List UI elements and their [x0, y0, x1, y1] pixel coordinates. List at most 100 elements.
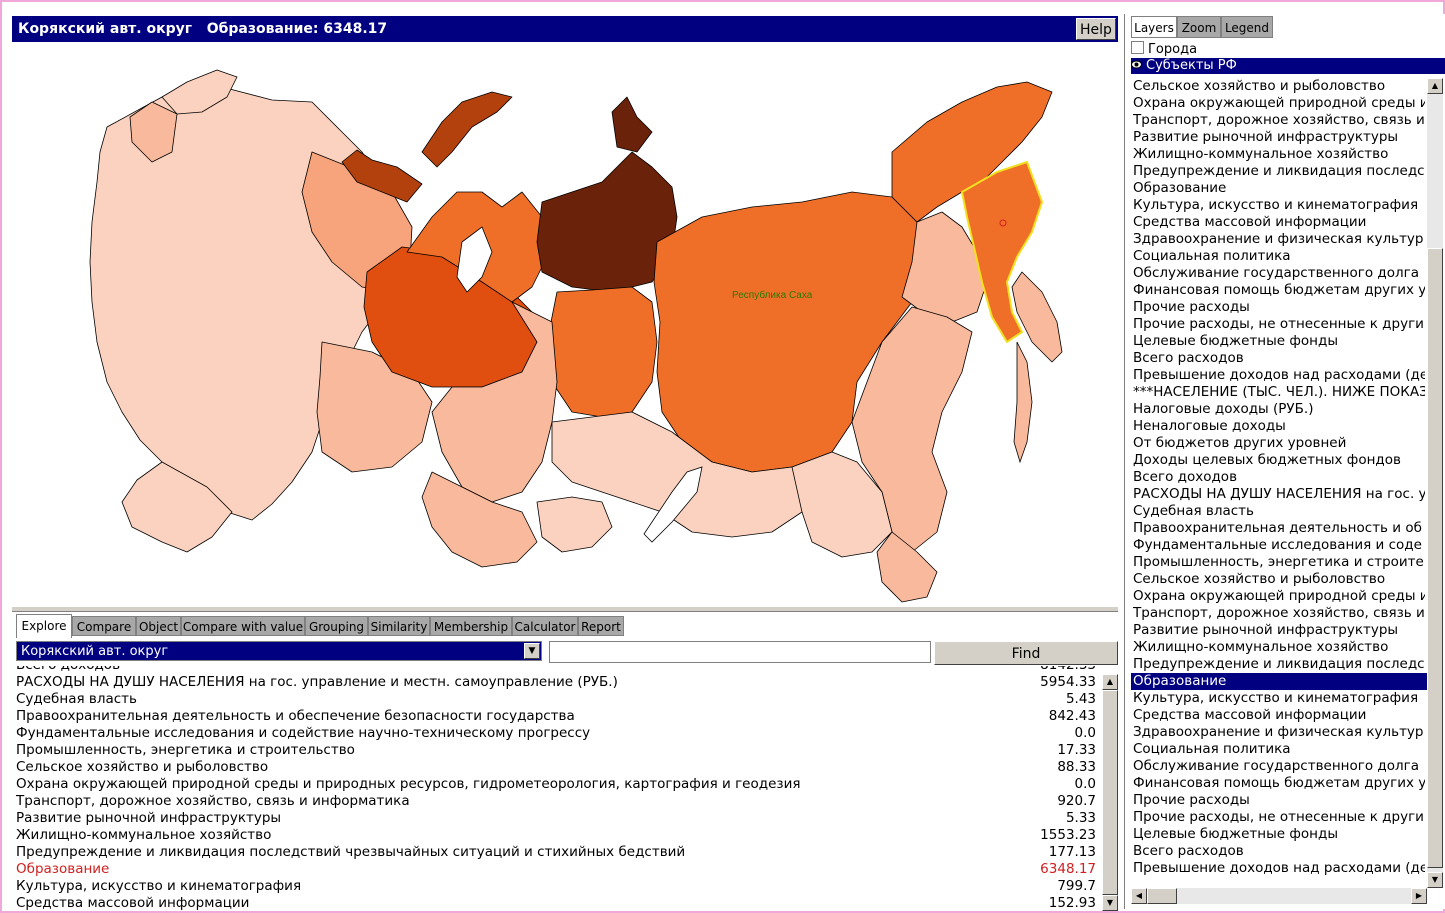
indicator-list-item[interactable]: Налоговые доходы (РУБ.) — [1133, 401, 1314, 417]
region-koryak[interactable] — [961, 161, 1043, 343]
indicator-list-item[interactable]: Образование — [1131, 673, 1427, 690]
indicator-list-item[interactable]: Превышение доходов над расходами (де — [1133, 860, 1425, 876]
indicator-list-item[interactable]: Финансовая помощь бюджетам других у — [1133, 775, 1425, 791]
indicator-list-item[interactable]: Прочие расходы — [1133, 299, 1250, 315]
indicator-list-item[interactable]: Правоохранительная деятельность и об — [1133, 520, 1422, 536]
indicator-list-item[interactable]: Здравоохранение и физическая культур — [1133, 231, 1424, 247]
values-scrollbar[interactable]: ▲ ▼ — [1102, 674, 1118, 911]
tab-layers[interactable]: Layers — [1131, 16, 1177, 38]
value-row[interactable]: Предупреждение и ликвидация последствий … — [16, 844, 1096, 861]
indicator-list-item[interactable]: Транспорт, дорожное хозяйство, связь и — [1133, 112, 1425, 128]
indicator-list-item[interactable]: Целевые бюджетные фонды — [1133, 333, 1338, 349]
indicator-list-item[interactable]: Целевые бюджетные фонды — [1133, 826, 1338, 842]
indicator-list-item[interactable]: РАСХОДЫ НА ДУШУ НАСЕЛЕНИЯ на гос. у — [1133, 486, 1425, 502]
indicator-list-item[interactable]: Охрана окружающей природной среды и — [1133, 588, 1425, 604]
region-select[interactable]: Корякский авт. округ ▼ — [16, 641, 542, 661]
scroll-down-icon[interactable]: ▼ — [1427, 872, 1443, 888]
tab-zoom[interactable]: Zoom — [1177, 16, 1221, 38]
value-row[interactable]: Охрана окружающей природной среды и прир… — [16, 776, 1096, 793]
tab-legend[interactable]: Legend — [1221, 16, 1273, 38]
indicator-list-item[interactable]: Сельское хозяйство и рыболовство — [1133, 78, 1386, 94]
find-button[interactable]: Find — [934, 641, 1118, 665]
region-novaya-zemlya[interactable] — [421, 91, 513, 168]
value-row[interactable]: Промышленность, энергетика и строительст… — [16, 742, 1096, 759]
indicator-list-scrollbar[interactable]: ▲ ▼ — [1427, 78, 1443, 888]
tab-explore[interactable]: Explore — [16, 614, 72, 638]
map-view[interactable]: Республика Саха — [12, 42, 1118, 606]
indicator-list-item[interactable]: Обслуживание государственного долга — [1133, 758, 1419, 774]
tab-grouping[interactable]: Grouping — [305, 616, 368, 636]
indicator-list-item[interactable]: Охрана окружающей природной среды и — [1133, 95, 1425, 111]
region-chita[interactable] — [791, 451, 893, 558]
region-altai[interactable] — [421, 471, 538, 568]
region-irkutsk[interactable] — [551, 411, 813, 538]
tab-compare-with-value[interactable]: Compare with value — [181, 616, 305, 636]
indicator-list-item[interactable]: Судебная власть — [1133, 503, 1254, 519]
indicator-list-item[interactable]: ***НАСЕЛЕНИЕ (ТЫС. ЧЕЛ.). НИЖЕ ПОКАЗ. — [1133, 384, 1425, 400]
value-row[interactable]: Всего доходов8142.33 — [16, 666, 1096, 674]
island-sakhalin[interactable] — [1013, 341, 1033, 464]
indicator-list-item[interactable]: Прочие расходы — [1133, 792, 1250, 808]
indicator-list-item[interactable]: Развитие рыночной инфраструктуры — [1133, 622, 1399, 638]
scroll-up-icon[interactable]: ▲ — [1427, 78, 1443, 94]
tab-similarity[interactable]: Similarity — [368, 616, 430, 636]
region-magadan[interactable] — [901, 211, 988, 323]
indicator-list-item[interactable]: Прочие расходы, не отнесенные к другим — [1133, 316, 1425, 332]
indicator-list-item[interactable]: Культура, искусство и кинематография — [1133, 690, 1419, 706]
region-primorye[interactable] — [876, 531, 938, 603]
indicator-list-item[interactable]: Культура, искусство и кинематография — [1133, 197, 1419, 213]
indicator-list-item[interactable]: Всего доходов — [1133, 469, 1238, 485]
chevron-down-icon[interactable]: ▼ — [524, 643, 540, 659]
indicator-list-item[interactable]: Развитие рыночной инфраструктуры — [1133, 129, 1399, 145]
indicator-list-hscrollbar[interactable]: ◀ ▶ — [1131, 888, 1427, 904]
indicator-list-item[interactable]: Предупреждение и ликвидация последст — [1133, 163, 1425, 179]
region-kamchatka[interactable] — [1011, 271, 1063, 363]
eye-icon[interactable] — [1131, 59, 1142, 70]
value-row[interactable]: Фундаментальные исследования и содействи… — [16, 725, 1096, 742]
scroll-thumb[interactable] — [1427, 248, 1443, 868]
indicator-list-item[interactable]: Прочие расходы, не отнесенные к другим — [1133, 809, 1425, 825]
checkbox-icon[interactable] — [1131, 41, 1144, 54]
layer-subjects[interactable]: Субъекты РФ — [1131, 58, 1445, 74]
value-row[interactable]: РАСХОДЫ НА ДУШУ НАСЕЛЕНИЯ на гос. управл… — [16, 674, 1096, 691]
search-input[interactable] — [549, 641, 931, 663]
indicator-list-item[interactable]: Средства массовой информации — [1133, 214, 1367, 230]
region-kola[interactable] — [161, 69, 238, 115]
scroll-right-icon[interactable]: ▶ — [1411, 888, 1427, 904]
indicator-list-item[interactable]: Фундаментальные исследования и соде — [1133, 537, 1422, 553]
indicator-list-item[interactable]: Транспорт, дорожное хозяйство, связь и — [1133, 605, 1425, 621]
region-sakha[interactable] — [653, 191, 928, 473]
region-caucasus[interactable] — [121, 461, 233, 553]
region-chukotka[interactable] — [891, 81, 1053, 223]
pane-splitter[interactable] — [12, 606, 1118, 612]
scroll-thumb[interactable] — [1102, 690, 1118, 895]
layer-cities[interactable]: Города — [1131, 41, 1197, 57]
indicator-list-item[interactable]: Превышение доходов над расходами (де — [1133, 367, 1425, 383]
indicator-list-item[interactable]: Сельское хозяйство и рыболовство — [1133, 571, 1386, 587]
indicator-list-item[interactable]: От бюджетов других уровней — [1133, 435, 1347, 451]
scroll-left-icon[interactable]: ◀ — [1131, 888, 1147, 904]
indicator-list-item[interactable]: Всего расходов — [1133, 350, 1244, 366]
indicator-list-item[interactable]: Социальная политика — [1133, 248, 1291, 264]
indicator-list-item[interactable]: Неналоговые доходы — [1133, 418, 1286, 434]
region-karelia[interactable] — [129, 101, 178, 163]
scroll-down-icon[interactable]: ▼ — [1102, 895, 1118, 911]
value-row[interactable]: Транспорт, дорожное хозяйство, связь и и… — [16, 793, 1096, 810]
region-severnaya-zemlya[interactable] — [611, 96, 653, 153]
tab-calculator[interactable]: Calculator — [512, 616, 578, 636]
indicator-list-item[interactable]: Средства массовой информации — [1133, 707, 1367, 723]
tab-membership[interactable]: Membership — [430, 616, 512, 636]
help-button[interactable]: Help — [1076, 18, 1116, 40]
tab-compare[interactable]: Compare — [72, 616, 136, 636]
region-tuva[interactable] — [536, 496, 613, 553]
region-nenets[interactable] — [341, 149, 423, 203]
indicator-list-item[interactable]: Предупреждение и ликвидация последст — [1133, 656, 1425, 672]
indicator-list-item[interactable]: Жилищно-коммунальное хозяйство — [1133, 146, 1389, 162]
